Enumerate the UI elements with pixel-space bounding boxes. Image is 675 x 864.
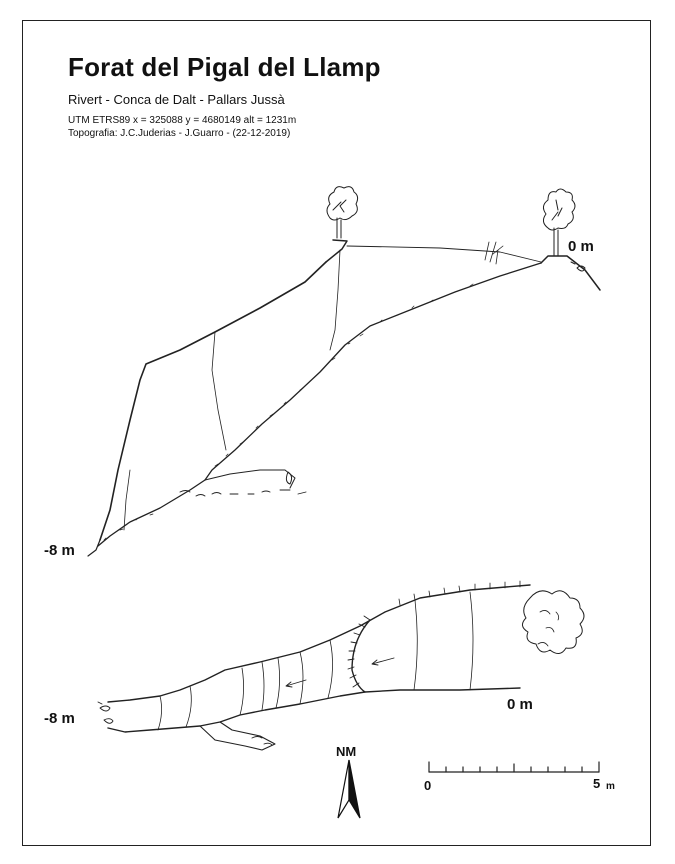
- profile-bottom-depth-label: -8 m: [44, 542, 75, 559]
- plan-entrance-label: 0 m: [507, 696, 533, 713]
- scale-unit-label: m: [606, 781, 615, 792]
- plan-end-label: -8 m: [44, 710, 75, 727]
- plan-section: [97, 580, 585, 751]
- location-subtitle: Rivert - Conca de Dalt - Pallars Jussà: [68, 92, 285, 107]
- scale-end-label: 5: [593, 776, 601, 791]
- scale-bar: [428, 761, 600, 773]
- topography-credits: Topografia: J.C.Juderias - J.Guarro - (2…: [68, 128, 291, 139]
- map-frame: [22, 20, 651, 846]
- profile-top-depth-label: 0 m: [568, 238, 594, 255]
- tree-icon: [326, 186, 359, 239]
- scale-start-label: 0: [424, 778, 432, 793]
- profile-section: [87, 186, 601, 557]
- tree-icon: [542, 188, 576, 257]
- utm-coordinates: UTM ETRS89 x = 325088 y = 4680149 alt = …: [68, 115, 297, 126]
- north-arrow-label: NM: [336, 744, 357, 759]
- page-title: Forat del Pigal del Llamp: [68, 52, 381, 82]
- north-arrow-icon: [337, 759, 361, 819]
